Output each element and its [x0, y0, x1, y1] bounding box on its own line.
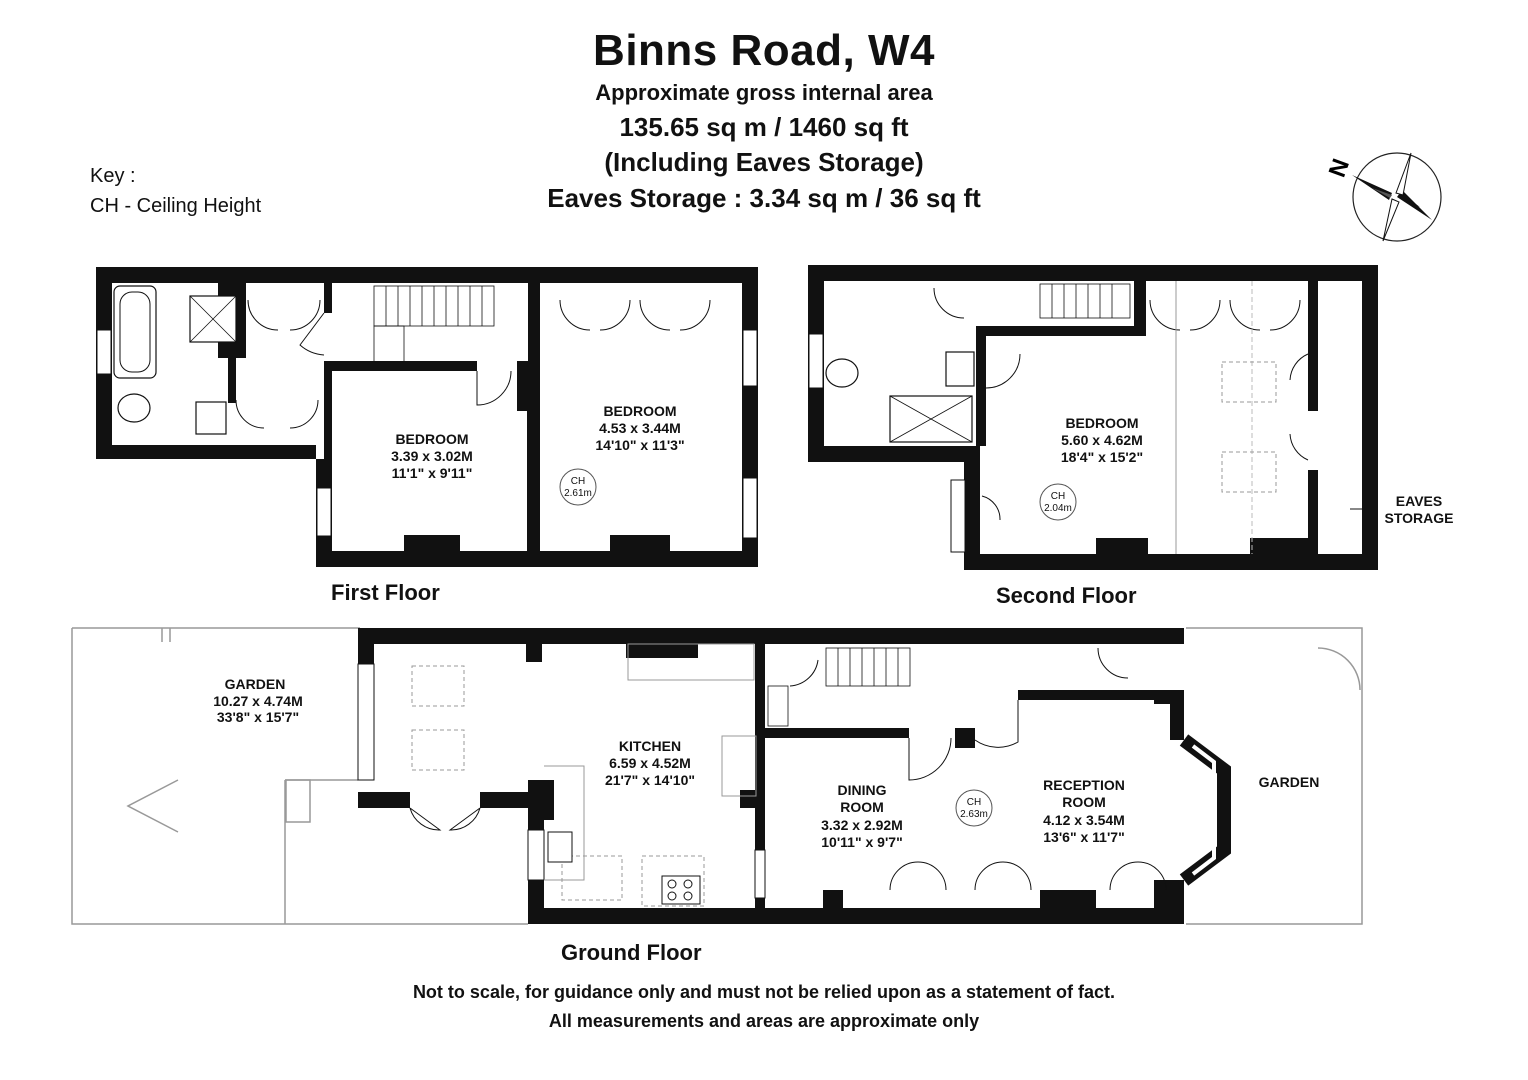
room-name: ROOM — [840, 799, 884, 815]
room-metric: 4.53 x 3.44M — [599, 420, 681, 436]
eaves-label: EAVES — [1396, 493, 1442, 509]
compass-north-label: N — [1324, 155, 1355, 181]
room-name: ROOM — [1062, 794, 1106, 810]
disclaimer-measurements: All measurements and areas are approxima… — [548, 1011, 980, 1031]
room-name: DINING — [838, 782, 887, 798]
room-name: BEDROOM — [603, 403, 676, 419]
second-floor-plan: BEDROOM 5.60 x 4.62M 18'4" x 15'2" CH 2.… — [808, 265, 1453, 570]
room-metric: 10.27 x 4.74M — [213, 693, 303, 709]
ch-label: CH — [571, 476, 585, 487]
eaves-label: STORAGE — [1385, 510, 1454, 526]
room-imperial: 14'10" x 11'3" — [595, 437, 684, 453]
total-area: 135.65 sq m / 1460 sq ft — [619, 112, 909, 142]
ch-label: CH — [967, 797, 981, 808]
disclaimer: Not to scale, for guidance only and must… — [412, 982, 1116, 1002]
room-name: RECEPTION — [1043, 777, 1125, 793]
area-note: (Including Eaves Storage) — [604, 147, 924, 177]
eaves-area: Eaves Storage : 3.34 sq m / 36 sq ft — [547, 183, 981, 213]
key-title: Key : — [90, 165, 136, 187]
room-imperial: 13'6" x 11'7" — [1043, 829, 1124, 845]
room-imperial: 18'4" x 15'2" — [1061, 449, 1143, 465]
second-floor-label: Second Floor — [996, 583, 1137, 608]
room-name: BEDROOM — [395, 431, 468, 447]
ceiling-height-marker: CH 2.61m — [559, 468, 597, 506]
room-name: GARDEN — [225, 676, 286, 692]
room-name: KITCHEN — [619, 738, 681, 754]
room-imperial: 21'7" x 14'10" — [605, 772, 695, 788]
ceiling-height-marker: CH 2.04m — [1039, 483, 1077, 521]
ch-value: 2.63m — [960, 809, 988, 820]
ground-floor-label: Ground Floor — [561, 940, 702, 965]
room-metric: 4.12 x 3.54M — [1043, 812, 1125, 828]
ch-label: CH — [1051, 491, 1065, 502]
ceiling-height-marker: CH 2.63m — [955, 789, 993, 827]
room-imperial: 10'11" x 9'7" — [821, 834, 902, 850]
plan-title: Binns Road, W4 — [593, 26, 935, 75]
ch-value: 2.61m — [564, 488, 592, 499]
room-metric: 3.32 x 2.92M — [821, 817, 903, 833]
compass-icon: N — [1324, 152, 1442, 242]
room-metric: 5.60 x 4.62M — [1061, 432, 1143, 448]
ground-floor-plan: GARDEN 10.27 x 4.74M 33'8" x 15'7" KITCH… — [71, 627, 1363, 925]
room-imperial: 11'1" x 9'11" — [392, 465, 473, 481]
first-floor-plan: BEDROOM 3.39 x 3.02M 11'1" x 9'11" BEDRO… — [96, 267, 758, 567]
room-metric: 6.59 x 4.52M — [609, 755, 691, 771]
first-floor-label: First Floor — [331, 580, 440, 605]
room-name: GARDEN — [1259, 774, 1320, 790]
room-name: BEDROOM — [1065, 415, 1138, 431]
room-metric: 3.39 x 3.02M — [391, 448, 473, 464]
key-ceiling-height: CH - Ceiling Height — [90, 195, 262, 217]
room-imperial: 33'8" x 15'7" — [217, 709, 299, 725]
ch-value: 2.04m — [1044, 503, 1072, 514]
area-heading: Approximate gross internal area — [595, 80, 933, 105]
